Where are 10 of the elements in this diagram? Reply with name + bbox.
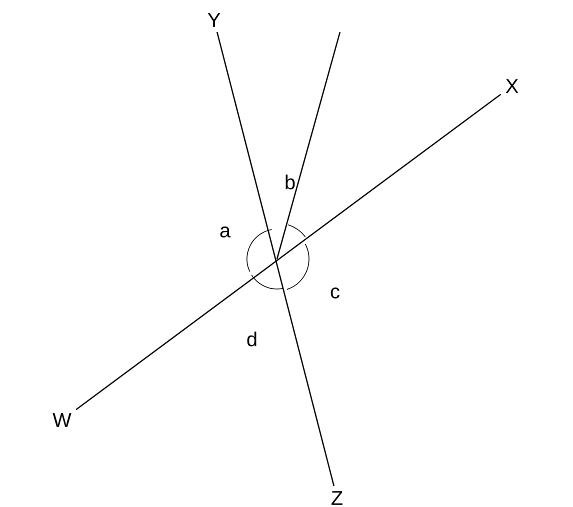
line: [216, 32, 335, 486]
point-label: X: [506, 79, 518, 93]
point-label: Y: [208, 13, 220, 27]
angle-label: a: [220, 226, 231, 238]
angle-label: d: [247, 332, 256, 346]
line: [76, 94, 502, 410]
point-label: Z: [332, 491, 342, 505]
point-label: W: [52, 413, 72, 427]
angle-label: c: [330, 288, 340, 298]
angle-label: b: [286, 174, 295, 190]
